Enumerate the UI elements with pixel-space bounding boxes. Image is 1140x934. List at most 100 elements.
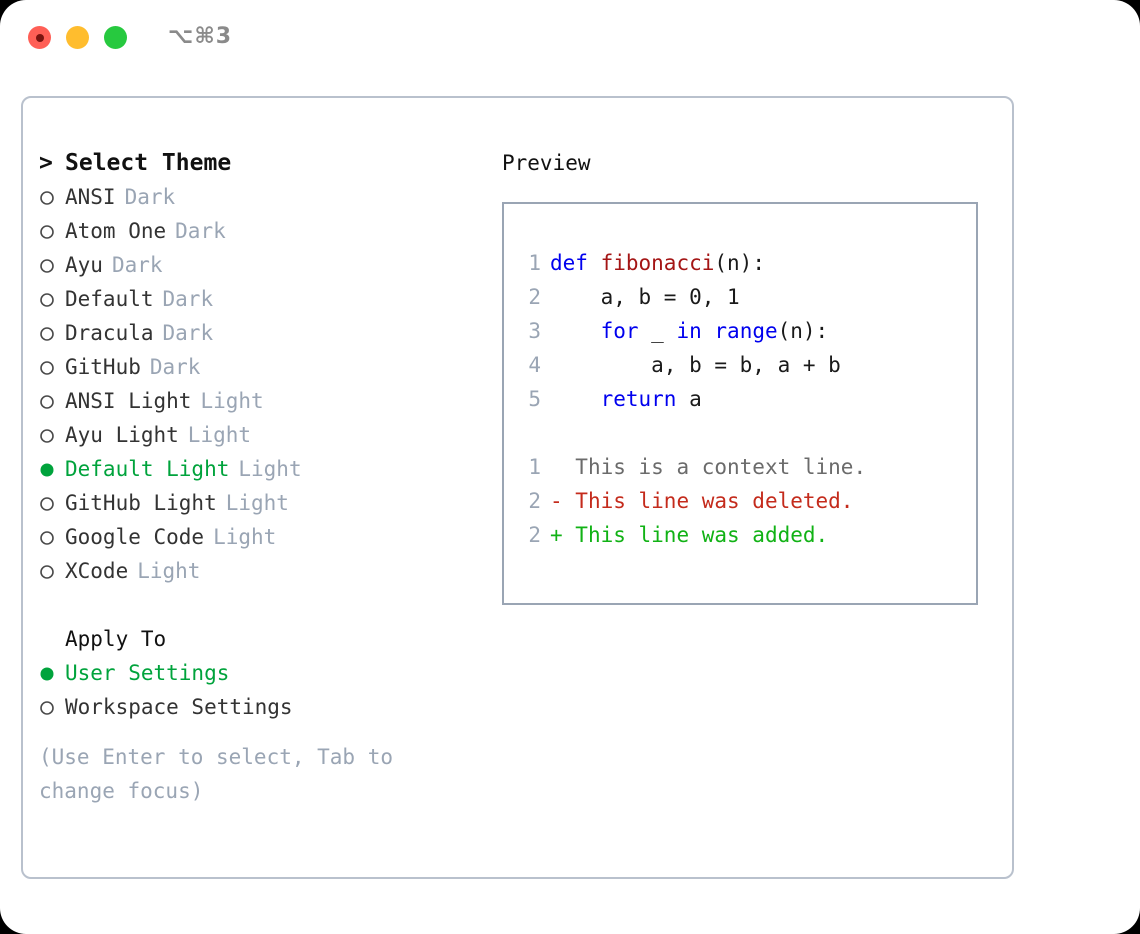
diff-content: This line was deleted. bbox=[562, 489, 854, 513]
diff-line: 2- This line was deleted. bbox=[504, 484, 976, 518]
theme-list-item[interactable]: Ayu Dark bbox=[39, 248, 489, 282]
prompt-caret-icon: > bbox=[39, 150, 53, 176]
theme-variant-tag: Dark bbox=[111, 253, 163, 277]
close-button[interactable] bbox=[28, 26, 51, 49]
line-number: 2 bbox=[528, 489, 541, 513]
code-token bbox=[588, 251, 601, 275]
theme-list-item[interactable]: GitHub Light Light bbox=[39, 486, 489, 520]
code-text: a, b = 0, 1 bbox=[550, 280, 740, 314]
theme-name: XCode bbox=[65, 559, 129, 583]
theme-list-item[interactable]: XCode Light bbox=[39, 554, 489, 588]
diff-sign bbox=[550, 455, 563, 479]
apply-to-label: Workspace Settings bbox=[65, 695, 293, 719]
radio-empty-icon bbox=[39, 495, 65, 512]
diff-sign: - bbox=[550, 489, 563, 513]
code-token: in bbox=[676, 319, 702, 343]
code-token bbox=[550, 319, 601, 343]
code-text: return a bbox=[550, 382, 702, 416]
theme-name: Default Light bbox=[65, 457, 230, 481]
code-token: fibonacci bbox=[600, 251, 715, 275]
minimize-button[interactable] bbox=[66, 26, 89, 49]
theme-name: GitHub Light bbox=[65, 491, 217, 515]
maximize-button[interactable] bbox=[104, 26, 127, 49]
theme-list-item[interactable]: Default Light Light bbox=[39, 452, 489, 486]
diff-content: This is a context line. bbox=[562, 455, 867, 479]
theme-name: ANSI bbox=[65, 185, 116, 209]
code-text: a, b = b, a + b bbox=[550, 348, 841, 382]
theme-variant-tag: Light bbox=[225, 491, 289, 515]
code-token: a bbox=[676, 387, 702, 411]
code-line: 5 return a bbox=[504, 382, 976, 416]
line-number: 2 bbox=[528, 523, 541, 547]
radio-empty-icon bbox=[39, 189, 65, 206]
code-token: a, b = 0, 1 bbox=[550, 285, 740, 309]
code-token: return bbox=[600, 387, 677, 411]
theme-variant-tag: Light bbox=[200, 389, 264, 413]
traffic-light-controls bbox=[28, 26, 127, 49]
radio-empty-icon bbox=[39, 257, 65, 274]
radio-empty-icon bbox=[39, 359, 65, 376]
diff-spacer bbox=[504, 416, 976, 450]
radio-filled-icon bbox=[39, 461, 65, 478]
diff-sample: 1 This is a context line.2- This line wa… bbox=[504, 450, 976, 552]
theme-name: Ayu Light bbox=[65, 423, 179, 447]
theme-name: Google Code bbox=[65, 525, 205, 549]
code-text: def fibonacci(n): bbox=[550, 246, 765, 280]
theme-variant-tag: Dark bbox=[162, 321, 214, 345]
radio-filled-icon bbox=[39, 665, 65, 682]
line-number: 1 bbox=[528, 455, 541, 479]
radio-empty-icon bbox=[39, 699, 65, 716]
diff-text: - This line was deleted. bbox=[550, 484, 853, 518]
apply-to-header: Apply To bbox=[65, 627, 167, 651]
theme-variant-tag: Light bbox=[213, 525, 277, 549]
radio-empty-icon bbox=[39, 393, 65, 410]
theme-list-item[interactable]: Google Code Light bbox=[39, 520, 489, 554]
radio-empty-icon bbox=[39, 427, 65, 444]
preview-title: Preview bbox=[502, 151, 591, 175]
code-token: for bbox=[600, 319, 639, 343]
code-token: (n): bbox=[714, 251, 765, 275]
code-token bbox=[550, 387, 601, 411]
theme-variant-tag: Light bbox=[137, 559, 201, 583]
code-token: (n): bbox=[777, 319, 829, 343]
code-token: range bbox=[714, 319, 778, 343]
theme-variant-tag: Dark bbox=[124, 185, 176, 209]
code-line: 2 a, b = 0, 1 bbox=[504, 280, 976, 314]
apply-to-option[interactable]: User Settings bbox=[39, 656, 489, 690]
line-number: 4 bbox=[528, 353, 541, 377]
theme-list-item[interactable]: ANSI Dark bbox=[39, 180, 489, 214]
theme-name: Default bbox=[65, 287, 154, 311]
theme-list-item[interactable]: Dracula Dark bbox=[39, 316, 489, 350]
theme-name: Ayu bbox=[65, 253, 103, 277]
apply-to-option[interactable]: Workspace Settings bbox=[39, 690, 489, 724]
code-line: 4 a, b = b, a + b bbox=[504, 348, 976, 382]
radio-empty-icon bbox=[39, 291, 65, 308]
theme-picker-header: > Select Theme bbox=[39, 146, 489, 180]
code-text: for _ in range(n): bbox=[550, 314, 829, 348]
theme-name: Dracula bbox=[65, 321, 154, 345]
theme-name: ANSI Light bbox=[65, 389, 192, 413]
diff-sign: + bbox=[550, 523, 563, 547]
code-line: 3 for _ in range(n): bbox=[504, 314, 976, 348]
theme-list-item[interactable]: ANSI Light Light bbox=[39, 384, 489, 418]
theme-list-item[interactable]: Ayu Light Light bbox=[39, 418, 489, 452]
diff-content: This line was added. bbox=[562, 523, 829, 547]
line-number: 1 bbox=[528, 251, 541, 275]
theme-variant-tag: Dark bbox=[175, 219, 226, 243]
theme-variant-tag: Light bbox=[238, 457, 302, 481]
diff-text: + This line was added. bbox=[550, 518, 828, 552]
theme-variant-tag: Dark bbox=[149, 355, 201, 379]
diff-line: 1 This is a context line. bbox=[504, 450, 976, 484]
theme-variant-tag: Light bbox=[187, 423, 252, 447]
page-title: Select Theme bbox=[65, 150, 232, 176]
code-token bbox=[702, 319, 715, 343]
apply-to-label: User Settings bbox=[65, 661, 230, 685]
